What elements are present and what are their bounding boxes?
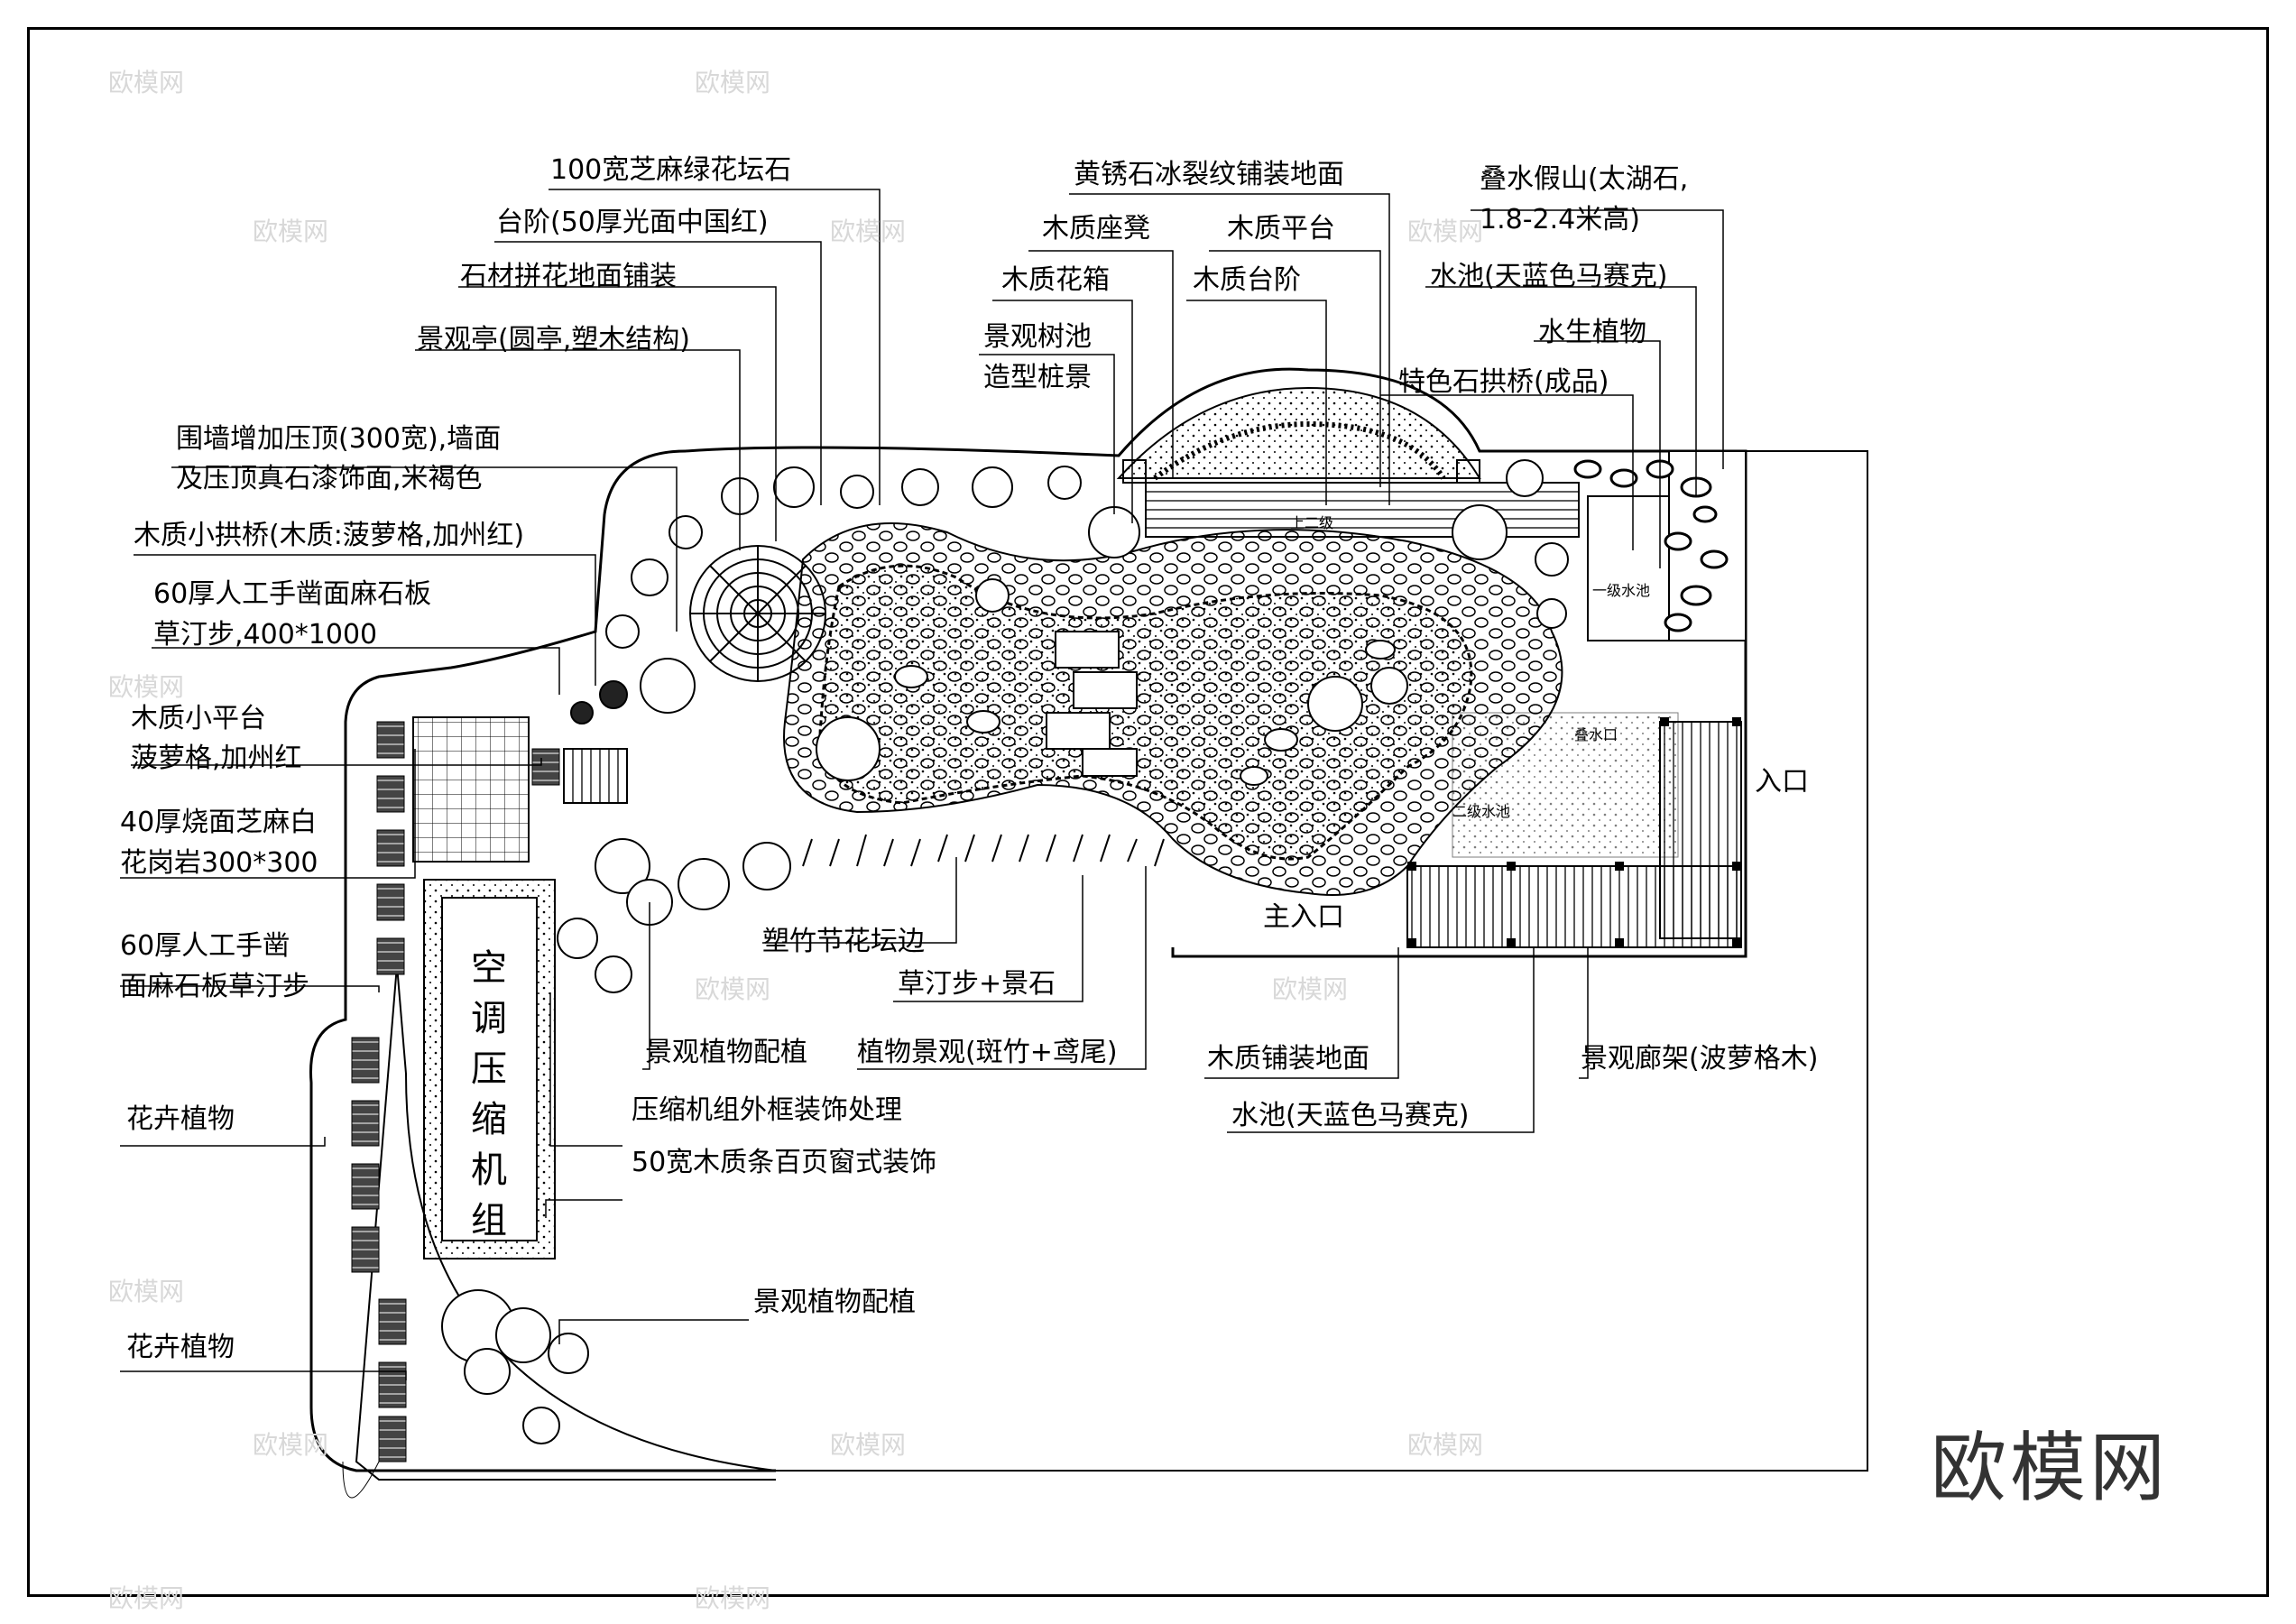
watermark: 欧模网 bbox=[1407, 217, 1484, 246]
label-pool-bottom: 水池(天蓝色马赛克) bbox=[1231, 1100, 1470, 1131]
watermark: 欧模网 bbox=[830, 217, 907, 246]
pergola-deck-bottom bbox=[1406, 865, 1742, 948]
label-granite-steps-1: 60厚人工手凿面麻石板 bbox=[153, 578, 432, 610]
label-rockery-2: 1.8-2.4米高) bbox=[1480, 204, 1640, 235]
small-wood-platform bbox=[563, 748, 628, 804]
mark-pool-level1: 一级水池 bbox=[1592, 582, 1651, 599]
label-grass-steps-1: 60厚人工手凿 bbox=[120, 930, 290, 962]
label-pergola: 景观廊架(波萝格木) bbox=[1581, 1043, 1819, 1075]
label-planting-2: 景观植物配植 bbox=[753, 1287, 916, 1318]
watermark: 欧模网 bbox=[108, 1583, 185, 1613]
label-wall-cap-2: 及压顶真石漆饰面,米褐色 bbox=[176, 463, 483, 494]
watermark: 欧模网 bbox=[108, 1277, 185, 1306]
watermark: 欧模网 bbox=[108, 672, 185, 702]
drawing-frame bbox=[27, 27, 2269, 1597]
mark-cascade: 叠水口 bbox=[1574, 726, 1618, 743]
watermark: 欧模网 bbox=[695, 1583, 771, 1613]
label-wood-deck: 木质铺装地面 bbox=[1207, 1043, 1369, 1075]
label-compressor-unit: 空调压缩机组 bbox=[471, 947, 507, 1241]
label-granite-tile-1: 40厚烧面芝麻白 bbox=[120, 807, 318, 838]
label-planting-1: 景观植物配植 bbox=[645, 1037, 807, 1068]
label-wood-bench: 木质座凳 bbox=[1042, 213, 1150, 245]
label-pavilion: 景观亭(圆亭,塑木结构) bbox=[417, 324, 690, 355]
outer-wall bbox=[342, 1461, 380, 1499]
pool-level1 bbox=[1587, 495, 1670, 641]
label-pool-top: 水池(天蓝色马赛克) bbox=[1430, 261, 1668, 292]
label-stone-paving: 石材拼花地面铺装 bbox=[460, 261, 677, 292]
plantings bbox=[441, 459, 1569, 1444]
watermark: 欧模网 bbox=[253, 217, 329, 246]
leader-lines bbox=[120, 189, 1724, 1380]
label-main-entrance: 主入口 bbox=[1263, 901, 1344, 933]
pool-level2 bbox=[1452, 712, 1679, 858]
label-wall-cap-1: 围墙增加压顶(300宽),墙面 bbox=[176, 423, 502, 455]
label-louver: 50宽木质条百页窗式装饰 bbox=[632, 1147, 937, 1178]
step-block bbox=[531, 748, 560, 786]
label-wood-platform: 木质平台 bbox=[1227, 213, 1335, 245]
bamboo-row bbox=[802, 834, 1165, 867]
label-steps: 台阶(50厚光面中国红) bbox=[496, 207, 769, 238]
watermark: 欧模网 bbox=[830, 1430, 907, 1460]
watermark: 欧模网 bbox=[695, 974, 771, 1004]
label-small-wood-platform-2: 菠萝格,加州红 bbox=[131, 743, 302, 774]
central-plaza bbox=[818, 564, 1473, 861]
round-pavilion bbox=[689, 545, 826, 682]
pergola-posts bbox=[1407, 717, 1741, 947]
label-wood-steps: 木质台阶 bbox=[1193, 264, 1301, 296]
label-small-wood-platform-1: 木质小平台 bbox=[131, 703, 266, 734]
label-tree-pit-1: 景观树池 bbox=[983, 321, 1092, 353]
brand-logo: 欧模网 bbox=[1931, 1424, 2170, 1512]
label-granite-tile-2: 花岗岩300*300 bbox=[120, 847, 318, 879]
watermark: 欧模网 bbox=[1407, 1430, 1484, 1460]
label-grass-stones: 草汀步+景石 bbox=[898, 968, 1056, 1000]
watermark: 欧模网 bbox=[108, 68, 185, 97]
watermark: 欧模网 bbox=[253, 1430, 329, 1460]
label-bamboo-edge: 塑竹节花坛边 bbox=[762, 926, 925, 957]
label-wood-planter: 木质花箱 bbox=[1001, 264, 1110, 296]
compressor-enclosure-inner bbox=[441, 897, 538, 1241]
stepping-stones bbox=[894, 631, 1396, 786]
label-flowers-2: 花卉植物 bbox=[126, 1332, 235, 1363]
mark-pool-level2: 二级水池 bbox=[1452, 803, 1511, 820]
label-entrance: 入口 bbox=[1755, 766, 1809, 798]
watermark: 欧模网 bbox=[695, 68, 771, 97]
label-ice-crack-paving: 黄锈石冰裂纹铺装地面 bbox=[1074, 159, 1344, 190]
label-grass-steps-2: 面麻石板草汀步 bbox=[120, 971, 309, 1002]
label-tree-pit-2: 造型桩景 bbox=[983, 362, 1092, 393]
label-rockery-1: 叠水假山(太湖石, bbox=[1480, 163, 1689, 195]
label-granite-steps-2: 草汀步,400*1000 bbox=[153, 619, 378, 651]
label-compressor-frame: 压缩机组外框装饰处理 bbox=[632, 1094, 902, 1126]
rockery-stones bbox=[1573, 459, 1729, 632]
grass-step-strip bbox=[351, 721, 407, 1463]
label-wood-arch-bridge: 木质小拱桥(木质:菠萝格,加州红) bbox=[134, 520, 525, 551]
label-aquatic-plants: 水生植物 bbox=[1538, 317, 1646, 348]
label-flowers-1: 花卉植物 bbox=[126, 1103, 235, 1135]
label-bamboo-iris: 植物景观(斑竹+鸢尾) bbox=[857, 1037, 1118, 1068]
stone-paving-square bbox=[412, 716, 530, 863]
label-flowerbed-stone: 100宽芝麻绿花坛石 bbox=[550, 154, 792, 186]
north-wall bbox=[685, 367, 1747, 958]
label-stone-arch-bridge: 特色石拱桥(成品) bbox=[1398, 366, 1609, 398]
mark-up-steps: 上二级 bbox=[1290, 514, 1334, 531]
watermark: 欧模网 bbox=[1272, 974, 1349, 1004]
